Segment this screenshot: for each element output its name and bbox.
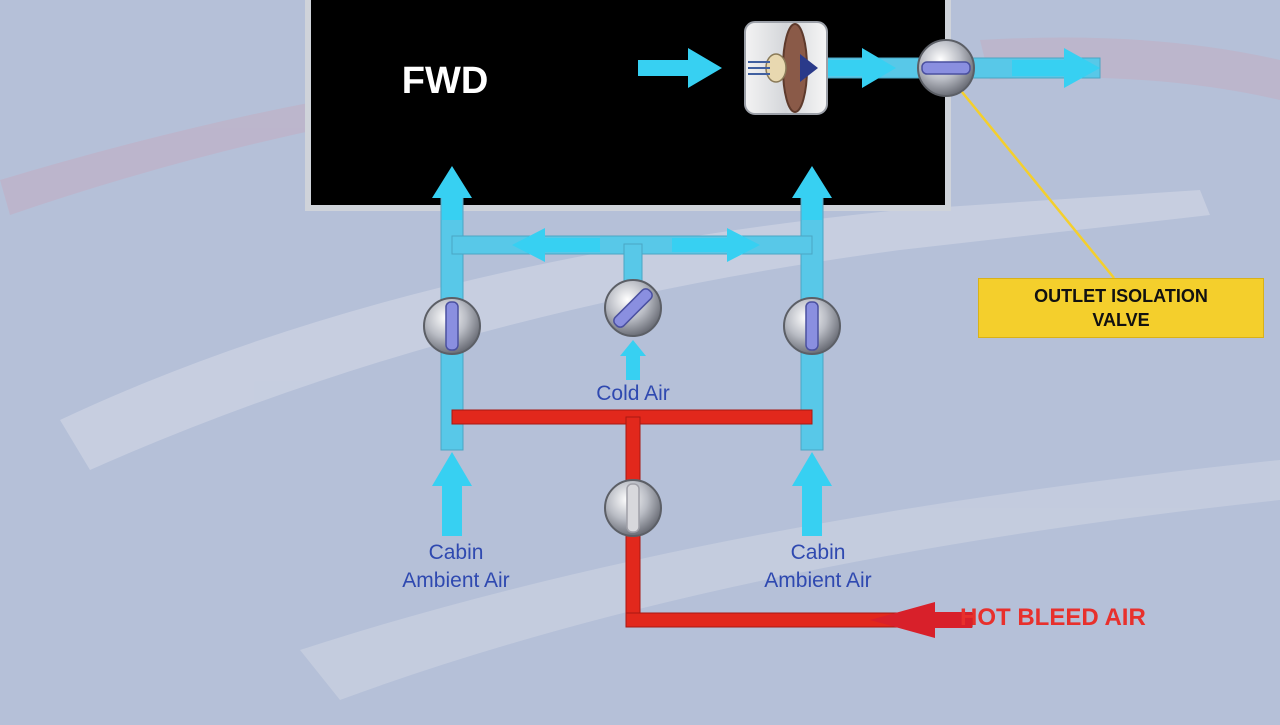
- cold-air-label: Cold Air: [596, 382, 670, 405]
- cabin-air-right-line-2: Ambient Air: [764, 569, 872, 592]
- callout-leader-line: [961, 91, 1115, 279]
- arrow-right-manifold: [672, 228, 760, 262]
- arrow-up-cold-air: [620, 340, 646, 380]
- extraction-fan-icon: [744, 21, 828, 115]
- cabin-air-left-line-1: Cabin: [428, 541, 484, 564]
- fwd-compartment: [305, 0, 951, 211]
- callout-line-1: OUTLET ISOLATION: [1034, 286, 1208, 306]
- outlet-isolation-valve-callout: OUTLET ISOLATION VALVE: [978, 278, 1264, 338]
- arrow-left-hot-bleed: [870, 602, 972, 638]
- cabin-air-left-label: Cabin Ambient Air: [376, 539, 536, 595]
- valve-hot-bleed[interactable]: [604, 479, 662, 537]
- arrow-up-right-inlet: [792, 166, 832, 220]
- arrow-up-left-inlet: [432, 166, 472, 220]
- arrow-right-to-fan: [638, 48, 722, 88]
- valve-left-inlet[interactable]: [423, 297, 481, 355]
- fwd-compartment-label: FWD: [401, 60, 489, 102]
- arrow-left-manifold: [512, 228, 600, 262]
- cabin-air-right-line-1: Cabin: [790, 541, 846, 564]
- flow-arrows: [432, 48, 1100, 536]
- valve-cold-air[interactable]: [604, 279, 662, 337]
- arrow-right-from-fan: [812, 48, 896, 88]
- arrow-up-cabin-left: [432, 452, 472, 536]
- valve-outlet-isolation[interactable]: [917, 39, 975, 97]
- cabin-air-left-line-2: Ambient Air: [402, 569, 510, 592]
- callout-line-2: VALVE: [1092, 310, 1150, 330]
- cabin-air-right-label: Cabin Ambient Air: [738, 539, 898, 595]
- arrow-right-outlet: [1012, 48, 1100, 88]
- arrow-up-cabin-right: [792, 452, 832, 536]
- hot-bleed-air-label: HOT BLEED AIR: [960, 604, 1146, 631]
- valve-right-inlet[interactable]: [783, 297, 841, 355]
- background-aircraft-watermark: [0, 37, 1280, 700]
